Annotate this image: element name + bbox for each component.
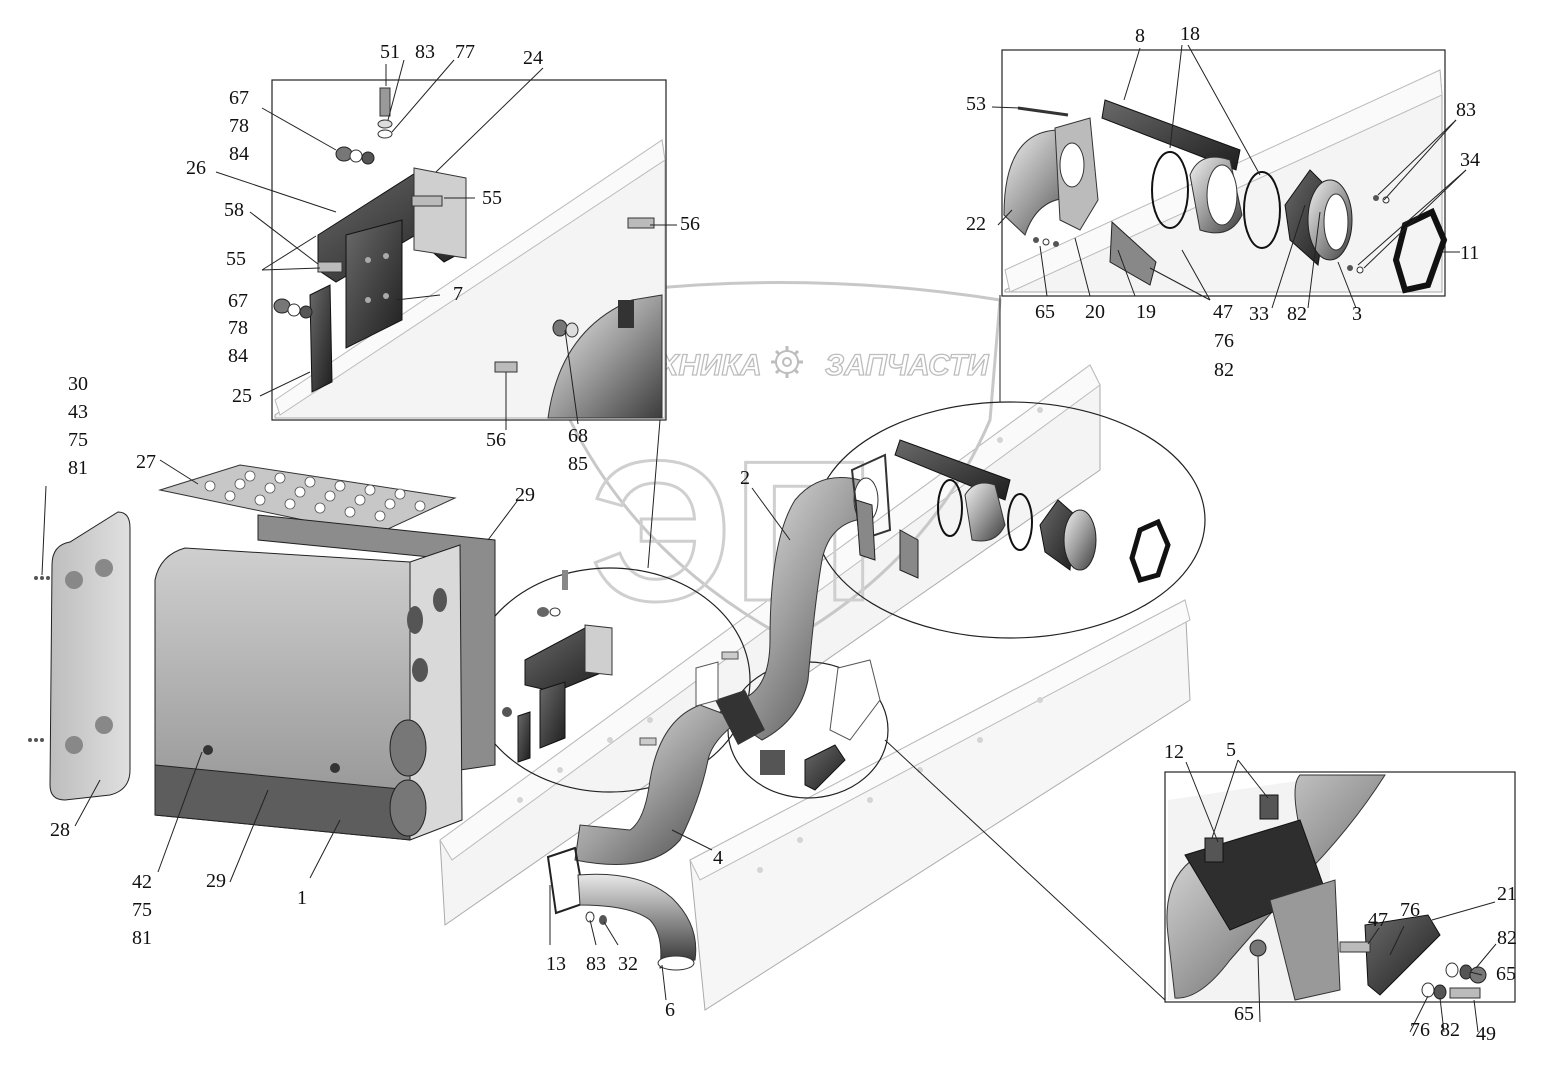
callout-47: 47	[1368, 909, 1388, 931]
callout-75: 75	[68, 429, 88, 451]
callout-21: 21	[1497, 883, 1517, 905]
callout-28: 28	[50, 819, 70, 841]
callout-53: 53	[966, 93, 986, 115]
callout-65: 65	[1035, 301, 1055, 323]
callout-25: 25	[232, 385, 252, 407]
callout-55: 55	[482, 187, 502, 209]
muffler-fasteners	[28, 576, 50, 742]
callout-labels: 51 83 77 24 67 78 84 26 55 58 55 67 78 8…	[50, 23, 1517, 1045]
callout-84: 84	[228, 345, 248, 367]
callout-13: 13	[546, 953, 566, 975]
callout-5: 5	[1226, 739, 1236, 761]
callout-42: 42	[132, 871, 152, 893]
callout-83: 83	[586, 953, 606, 975]
clamp-parts	[695, 659, 881, 791]
callout-33: 33	[1249, 303, 1269, 325]
callout-83: 83	[1456, 99, 1476, 121]
callout-12: 12	[1164, 741, 1184, 763]
callout-77: 77	[455, 41, 475, 63]
callout-49: 49	[1476, 1023, 1496, 1045]
callout-55: 55	[226, 248, 246, 270]
callout-82: 82	[1440, 1019, 1460, 1041]
muffler-heat-shield-top	[158, 464, 457, 536]
callout-76: 76	[1400, 899, 1420, 921]
inset-bracket-detail	[271, 79, 667, 421]
callout-81: 81	[68, 457, 88, 479]
callout-30: 30	[68, 373, 88, 395]
frame-rail-lower	[689, 599, 1191, 1011]
callout-24: 24	[523, 47, 543, 69]
callout-1: 1	[297, 887, 307, 909]
callout-29: 29	[515, 484, 535, 506]
callout-7: 7	[453, 283, 463, 305]
callout-65: 65	[1234, 1003, 1254, 1025]
gear-icon	[771, 346, 803, 378]
callout-67: 67	[228, 290, 248, 312]
callout-82: 82	[1214, 359, 1234, 381]
callout-2: 2	[740, 467, 750, 489]
callout-32: 32	[618, 953, 638, 975]
inset-clamp-detail	[1164, 771, 1516, 1003]
callout-22: 22	[966, 213, 986, 235]
muffler-body	[154, 544, 463, 841]
callout-65: 65	[1496, 963, 1516, 985]
callout-18: 18	[1180, 23, 1200, 45]
callout-34: 34	[1460, 149, 1480, 171]
callout-82: 82	[1287, 303, 1307, 325]
callout-81: 81	[132, 927, 152, 949]
frame-rail-holes	[517, 407, 1043, 873]
callout-4: 4	[713, 847, 723, 869]
callout-43: 43	[68, 401, 88, 423]
callout-26: 26	[186, 157, 206, 179]
callout-47: 47	[1213, 301, 1233, 323]
callout-76: 76	[1214, 330, 1234, 352]
watermark-right-text: ЗАПЧАСТИ	[825, 349, 990, 382]
callout-78: 78	[229, 115, 249, 137]
callout-56: 56	[486, 429, 506, 451]
callout-67: 67	[229, 87, 249, 109]
leader-lines	[41, 44, 1497, 1033]
callout-27: 27	[136, 451, 156, 473]
callout-82: 82	[1497, 927, 1517, 949]
callout-51: 51	[380, 41, 400, 63]
callout-78: 78	[228, 317, 248, 339]
callout-68: 68	[568, 425, 588, 447]
callout-83: 83	[415, 41, 435, 63]
callout-11: 11	[1460, 242, 1479, 264]
exhaust-pipe-2	[574, 453, 892, 865]
callout-75: 75	[132, 899, 152, 921]
muffler-end-plate	[49, 511, 131, 801]
callout-85: 85	[568, 453, 588, 475]
callout-76: 76	[1410, 1019, 1430, 1041]
callout-6: 6	[665, 999, 675, 1021]
callout-8: 8	[1135, 25, 1145, 47]
callout-56: 56	[680, 213, 700, 235]
bracket-assembly	[502, 570, 739, 763]
flange-parts	[855, 439, 1171, 584]
callout-19: 19	[1136, 301, 1156, 323]
callout-20: 20	[1085, 301, 1105, 323]
exhaust-pipe-6	[546, 846, 697, 971]
callout-29: 29	[206, 870, 226, 892]
callout-84: 84	[229, 143, 249, 165]
inset-flange-detail	[1001, 49, 1448, 297]
callout-58: 58	[224, 199, 244, 221]
callout-3: 3	[1352, 303, 1362, 325]
